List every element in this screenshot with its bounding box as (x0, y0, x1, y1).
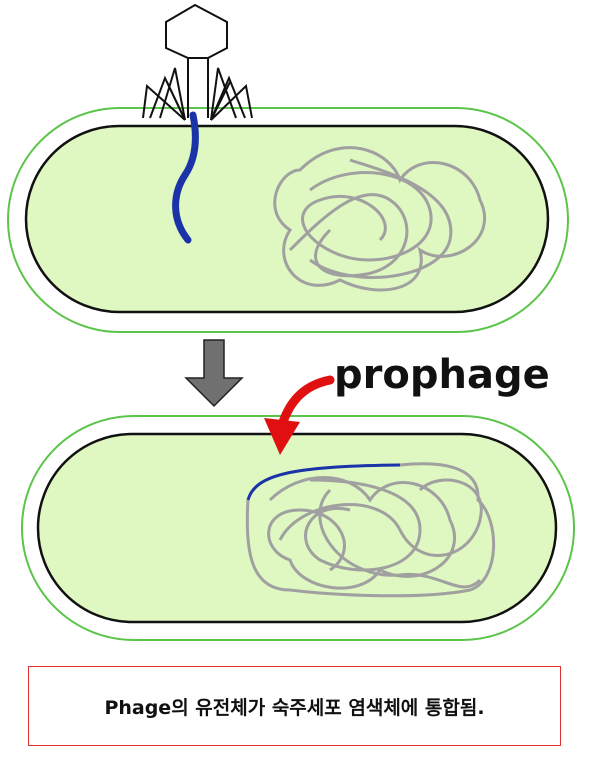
caption-text: Phage의 유전체가 숙주세포 염색체에 통합됨. (104, 696, 485, 719)
inner-membrane (24, 124, 550, 314)
bacterium-lysogen (21, 415, 575, 641)
bacterium-infected (7, 107, 569, 333)
caption-box: Phage의 유전체가 숙주세포 염색체에 통합됨. (28, 666, 561, 746)
host-chromosome (245, 462, 495, 598)
bacteriophage (142, 3, 253, 121)
red-arrow-icon (264, 375, 335, 455)
prophage-label: prophage (334, 352, 550, 398)
host-chromosome (273, 146, 487, 292)
phage-dna (172, 111, 199, 244)
prophage-dna (246, 463, 401, 501)
down-arrow-icon (184, 339, 244, 408)
